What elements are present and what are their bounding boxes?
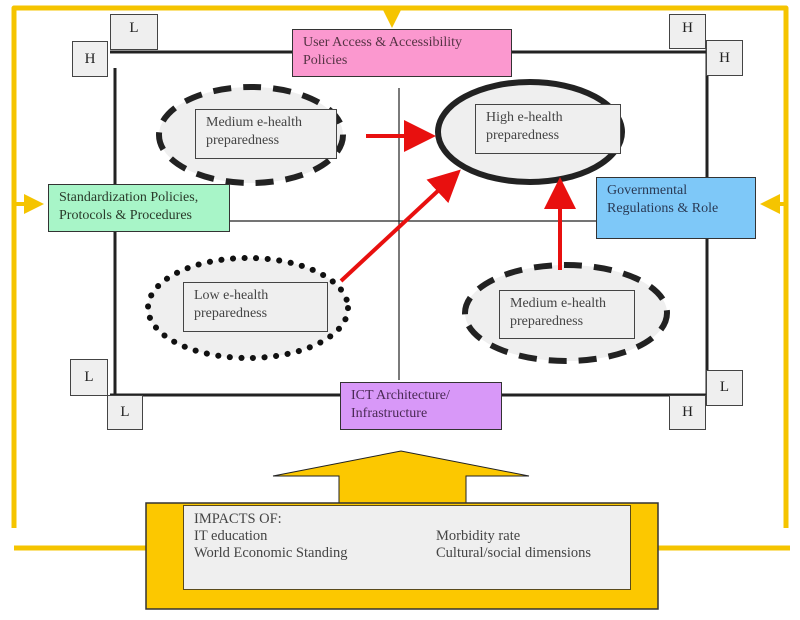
prep-medium-top-left-line1: Medium e-health: [206, 115, 303, 130]
level-top-right-inner: H: [669, 14, 706, 49]
ict-line2: Infrastructure: [351, 406, 428, 421]
prep-medium-bottom-right-line2: preparedness: [510, 314, 584, 329]
user-access-line1: User Access & Accessibility: [303, 35, 463, 50]
governmental-policy-box: Governmental Regulations & Role: [596, 177, 756, 239]
preparedness-high-top-right: High e-health preparedness: [475, 104, 621, 154]
level-top-left-outer: H: [72, 41, 108, 77]
impacts-box: IMPACTS OF: IT education World Economic …: [183, 505, 631, 590]
impacts-up-arrow: [272, 450, 530, 504]
prep-medium-top-left-line2: preparedness: [206, 133, 280, 148]
level-bottom-left-outer: L: [70, 359, 108, 396]
user-access-policy-box: User Access & Accessibility Policies: [292, 29, 512, 77]
impacts-title: IMPACTS OF:: [194, 511, 282, 527]
level-bottom-right-outer: L: [706, 370, 743, 406]
impacts-left-column: IT education World Economic Standing: [194, 528, 347, 562]
arrow-low-to-high: [339, 169, 461, 283]
prep-high-line1: High e-health: [486, 110, 563, 125]
level-top-left-inner: L: [110, 14, 158, 50]
user-access-line2: Policies: [303, 53, 348, 68]
impact-morbidity-rate: Morbidity rate: [436, 528, 521, 544]
feedback-loop: [11, 5, 790, 551]
impacts-right-column: Morbidity rate Cultural/social dimension…: [436, 528, 591, 562]
impact-it-education: IT education: [194, 528, 268, 544]
ict-line1: ICT Architecture/: [351, 388, 450, 403]
governmental-line1: Governmental: [607, 183, 688, 198]
prep-low-line2: preparedness: [194, 306, 268, 321]
ict-policy-box: ICT Architecture/ Infrastructure: [340, 382, 502, 430]
standardization-line1: Standardization Policies,: [59, 190, 199, 205]
impact-cultural-social-dimensions: Cultural/social dimensions: [436, 545, 592, 561]
preparedness-low-bottom-left: Low e-health preparedness: [183, 282, 328, 332]
level-top-right-outer: H: [706, 40, 743, 76]
level-bottom-right-inner: H: [669, 395, 706, 430]
preparedness-medium-top-left: Medium e-health preparedness: [195, 109, 337, 159]
impact-world-economic-standing: World Economic Standing: [194, 545, 348, 561]
governmental-line2: Regulations & Role: [607, 201, 719, 216]
standardization-line2: Protocols & Procedures: [59, 208, 192, 223]
preparedness-medium-bottom-right: Medium e-health preparedness: [499, 290, 635, 339]
prep-low-line1: Low e-health: [194, 288, 269, 303]
feedback-line-left: [11, 5, 789, 528]
prep-medium-bottom-right-line1: Medium e-health: [510, 296, 607, 311]
prep-high-line2: preparedness: [486, 128, 560, 143]
standardization-policy-box: Standardization Policies, Protocols & Pr…: [48, 184, 230, 232]
level-bottom-left-inner: L: [107, 395, 143, 430]
